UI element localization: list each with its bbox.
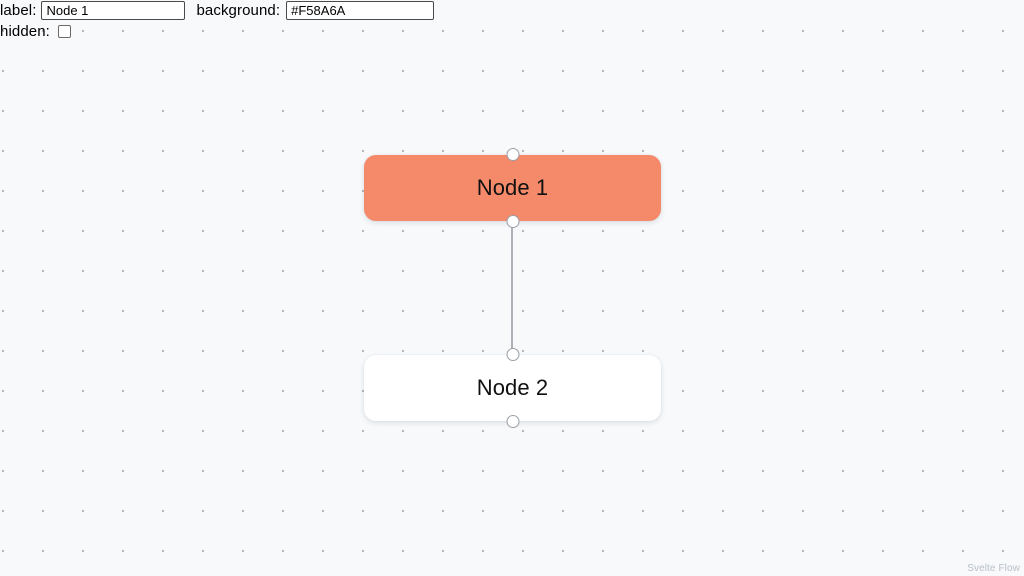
node-2-source-handle-bottom[interactable] (506, 415, 519, 428)
node-1-source-handle-bottom[interactable] (506, 215, 519, 228)
background-input[interactable] (286, 1, 435, 20)
node-2-target-handle-top[interactable] (506, 348, 519, 361)
label-field-label: label: (0, 2, 37, 19)
node-2-label: Node 2 (476, 375, 549, 400)
hidden-field-label: hidden: (0, 23, 50, 40)
node-1-target-handle-top[interactable] (506, 148, 519, 161)
hidden-checkbox[interactable] (57, 25, 71, 38)
node-node-1[interactable]: Node 1 (364, 148, 661, 228)
node-node-2[interactable]: Node 2 (364, 348, 661, 428)
control-row-label: label: background: (0, 0, 435, 21)
control-row-hidden: hidden: (0, 21, 434, 42)
node-1-label: Node 1 (476, 175, 549, 200)
label-input[interactable] (41, 1, 186, 20)
attribution-watermark[interactable]: Svelte Flow (967, 563, 1020, 574)
background-field-label: background: (196, 2, 281, 19)
controls-panel: label: background: hidden: (0, 0, 435, 42)
